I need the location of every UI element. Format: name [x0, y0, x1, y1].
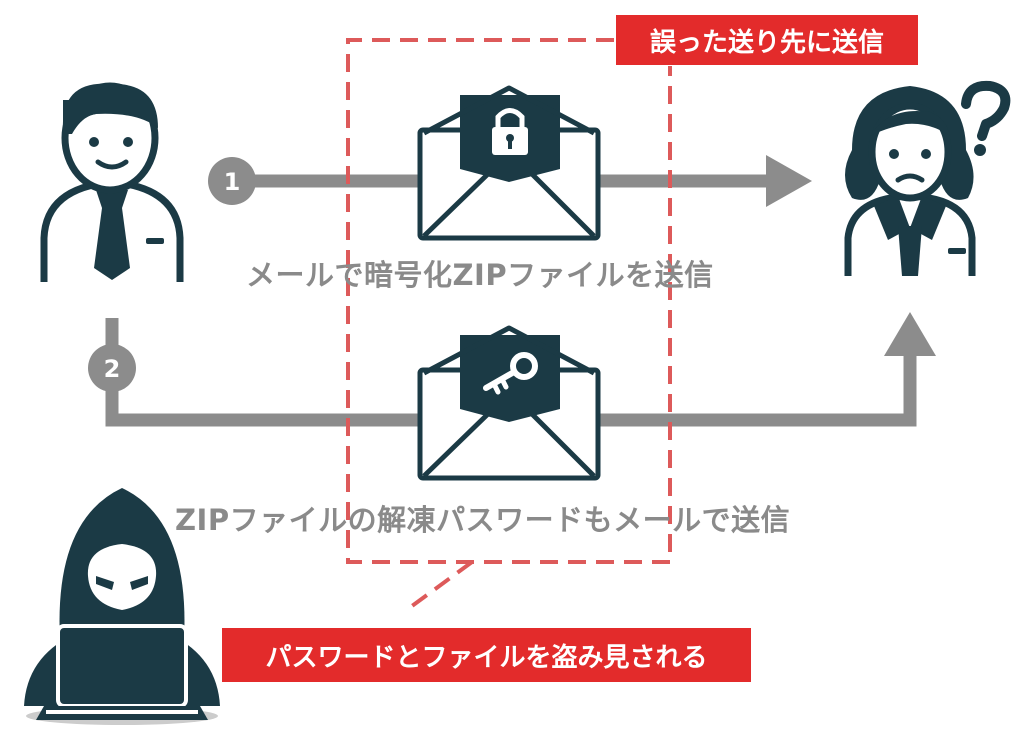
wrong-recipient-badge: 誤った送り先に送信: [616, 15, 918, 65]
step-1-number: 1: [224, 168, 241, 196]
step-1-badge: 1: [208, 157, 256, 205]
step-1-caption: メールで暗号化ZIPファイルを送信: [246, 258, 714, 292]
hooded-hacker-laptop-icon: [24, 488, 220, 725]
step-2-number: 2: [104, 355, 121, 383]
interception-badge: パスワードとファイルを盗み見される: [222, 628, 751, 682]
envelope-lock-icon: [417, 85, 601, 241]
interception-frame: [346, 38, 672, 608]
arrow-step-1: [232, 155, 812, 207]
step-2-badge: 2: [88, 344, 136, 392]
envelope-key-icon: [417, 325, 601, 481]
businessman-icon: [40, 82, 184, 282]
confused-woman-icon: [844, 86, 976, 276]
step-2-caption: ZIPファイルの解凍パスワードもメールで送信: [175, 503, 791, 537]
question-mark-icon: [961, 80, 1011, 156]
